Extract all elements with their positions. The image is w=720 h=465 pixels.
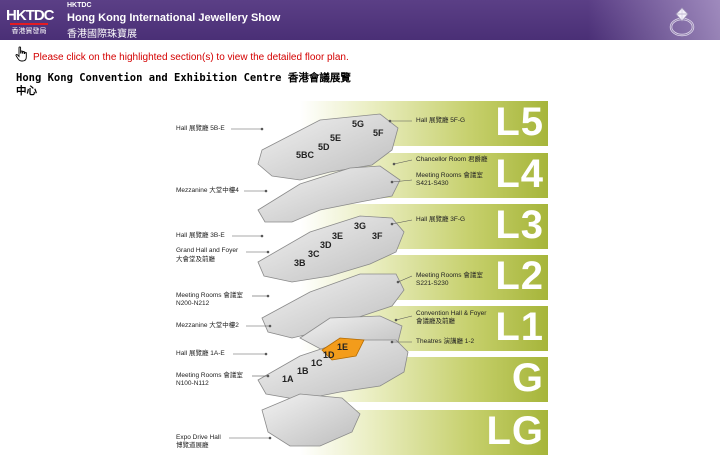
callout-chancellor-room: Chancellor Room 君爵廳 — [416, 156, 488, 163]
level-label-l5: L5 — [495, 100, 544, 144]
callout-hall-3be: Hall 展覽廳 3B-E — [176, 232, 225, 239]
instruction-text: Please click on the highlighted section(… — [33, 52, 349, 63]
hktdc-logo[interactable]: HKTDC 香港貿發局 — [6, 3, 55, 37]
logo-subtext: 香港貿發局 — [11, 27, 47, 35]
show-title: Hong Kong International Jewellery Show — [67, 12, 281, 24]
callout-hall-1ae: Hall 展覽廳 1A-E — [176, 350, 225, 357]
callout-convention-hall: Convention Hall & Foyer — [416, 310, 487, 317]
hall-label-1e[interactable]: 1E — [337, 342, 348, 352]
hall-label-3g[interactable]: 3G — [354, 221, 366, 231]
show-title-zh: 香港國際珠寶展 — [67, 29, 137, 40]
callout-hall-3fg: Hall 展覽廳 3F-G — [416, 216, 466, 223]
hall-label-5g[interactable]: 5G — [352, 119, 364, 129]
callout-hall-5fg: Hall 展覽廳 5F-G — [416, 117, 466, 124]
hall-label-5bc[interactable]: 5BC — [296, 150, 315, 160]
hall-label-1a[interactable]: 1A — [282, 374, 294, 384]
logo-bar — [10, 23, 48, 25]
hall-1e-highlight[interactable] — [321, 337, 365, 361]
callout-mezzanine-4: Mezzanine 大堂中樓4 — [176, 187, 239, 194]
callout-meeting-n100-range: N100-N112 — [176, 380, 209, 387]
ring-banner-area — [588, 0, 720, 40]
hall-label-1b[interactable]: 1B — [297, 366, 309, 376]
callout-meeting-s421: Meeting Rooms 會議室 — [416, 172, 483, 179]
level-label-lg: LG — [486, 409, 544, 453]
brand-small-label: HKTDC — [67, 2, 92, 9]
callout-theatres: Theatres 演講廳 1-2 — [416, 338, 475, 345]
hall-label-3b[interactable]: 3B — [294, 258, 306, 268]
floor-l4-shape[interactable] — [257, 165, 401, 223]
hall-label-3c[interactable]: 3C — [308, 249, 320, 259]
level-label-g: G — [511, 356, 544, 400]
hall-label-3d[interactable]: 3D — [320, 240, 332, 250]
level-label-l2: L2 — [495, 254, 544, 298]
callout-meeting-n200: Meeting Rooms 會議室 — [176, 292, 243, 299]
hall-label-3f[interactable]: 3F — [372, 231, 383, 241]
hall-label-1d[interactable]: 1D — [323, 350, 335, 360]
level-label-l3: L3 — [495, 203, 544, 247]
hall-label-1c[interactable]: 1C — [311, 358, 323, 368]
callout-grand-hall: Grand Hall and Foyer — [176, 247, 239, 254]
callout-expo-drive-hall-zh: 博覽道展廳 — [176, 442, 209, 449]
diamond-ring-icon — [669, 7, 695, 37]
callout-grand-hall-zh: 大會堂及前廳 — [176, 256, 215, 263]
callout-meeting-s221-range: S221-S230 — [416, 280, 449, 287]
callout-hall-5be: Hall 展覽廳 5B-E — [176, 125, 225, 132]
callout-meeting-s421-range: S421-S430 — [416, 180, 449, 187]
floor-l2-shape[interactable] — [261, 273, 405, 339]
hall-label-5d[interactable]: 5D — [318, 142, 330, 152]
floor-l5-shape[interactable] — [257, 113, 399, 181]
logo-text: HKTDC — [6, 7, 55, 24]
venue-title: Hong Kong Convention and Exhibition Cent… — [16, 72, 351, 97]
floor-l3-shape[interactable] — [257, 215, 405, 283]
callout-convention-hall-zh: 會議廳及前廳 — [416, 318, 455, 325]
callout-mezzanine-2: Mezzanine 大堂中樓2 — [176, 322, 239, 329]
floor-lg-shape[interactable] — [261, 393, 361, 447]
callout-meeting-n200-range: N200-N212 — [176, 300, 210, 307]
level-label-l1: L1 — [495, 305, 544, 349]
header-banner: HKTDC 香港貿發局 HKTDC Hong Kong Internationa… — [0, 0, 720, 40]
hand-pointer-icon — [15, 46, 27, 62]
hall-label-5e[interactable]: 5E — [330, 133, 341, 143]
callout-meeting-n100: Meeting Rooms 會議室 — [176, 372, 243, 379]
level-label-l4: L4 — [495, 152, 544, 196]
hall-label-5f[interactable]: 5F — [373, 128, 384, 138]
hall-label-3e[interactable]: 3E — [332, 231, 343, 241]
instruction: Please click on the highlighted section(… — [14, 46, 349, 63]
callout-expo-drive-hall: Expo Drive Hall — [176, 434, 221, 441]
callout-meeting-s221: Meeting Rooms 會議室 — [416, 272, 483, 279]
